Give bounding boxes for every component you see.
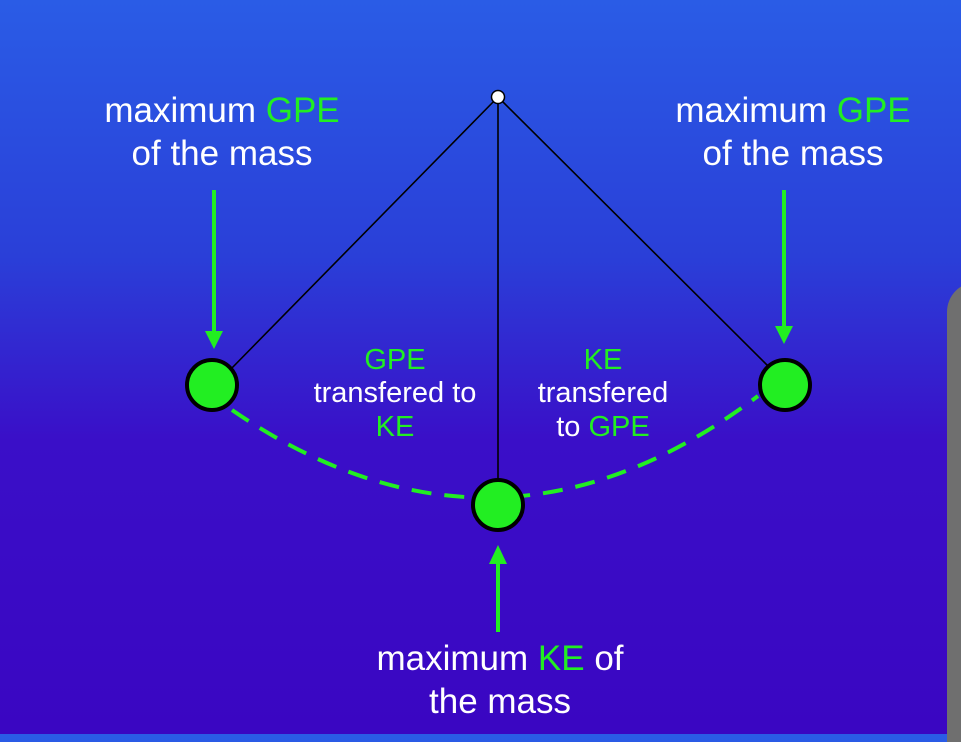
mass-bottom [471,478,525,532]
label-ke-to-gpe: KE transfered to GPE [493,344,713,444]
gpe-highlight: GPE [265,91,340,130]
string-left [227,96,499,373]
gpe-highlight: GPE [836,91,911,130]
ke-highlight: KE [583,344,623,376]
label-line: transfered to [313,377,477,410]
arrow-right-down [775,190,793,344]
mass-left [185,358,239,412]
ke-highlight: KE [375,410,415,443]
label-line: maximum KE of [376,639,624,678]
pivot-point [490,89,506,105]
label-line: maximum GPE [104,91,340,130]
label-line: to GPE [556,410,650,443]
mass-right [758,358,812,412]
label-line: the mass [429,681,571,721]
gpe-highlight: GPE [364,344,426,376]
presenter-silhouette [947,282,961,742]
ke-highlight: KE [537,639,585,678]
string-right [497,96,769,367]
label-max-gpe-right: maximum GPE of the mass [633,90,953,175]
arrow-left-down [205,190,223,349]
label-gpe-to-ke: GPE transfered to KE [285,344,505,444]
label-line: of the mass [131,133,313,173]
arrow-bottom-up [489,545,507,632]
label-max-ke-bottom: maximum KE of the mass [330,638,670,723]
gpe-highlight: GPE [588,410,650,443]
label-line: transfered [537,377,669,410]
label-line: of the mass [702,133,884,173]
label-max-gpe-left: maximum GPE of the mass [62,90,382,175]
label-line: maximum GPE [675,91,911,130]
